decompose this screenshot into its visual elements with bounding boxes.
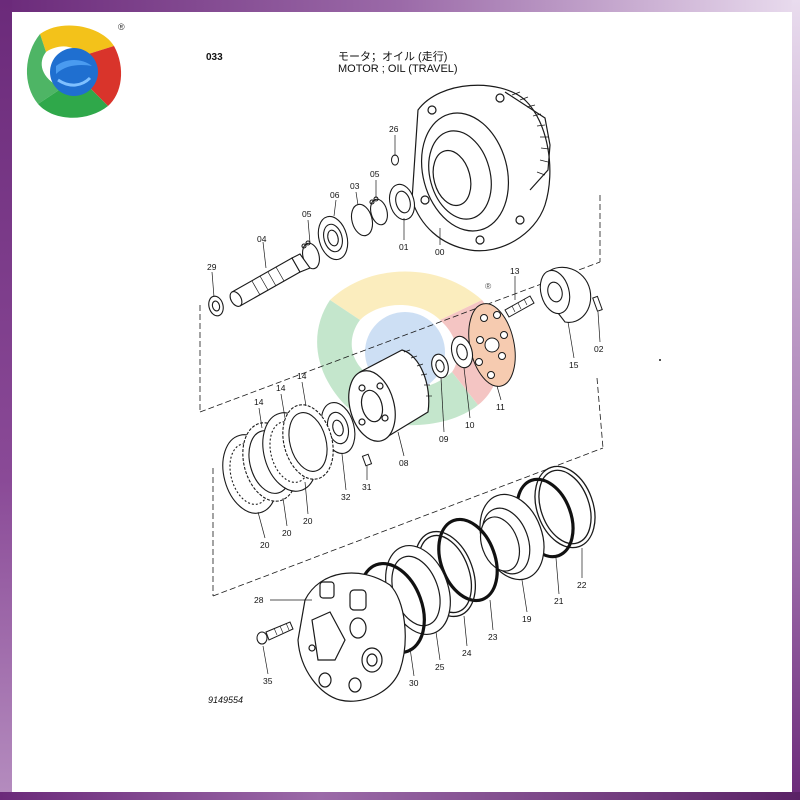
part-label-31: 31	[362, 482, 372, 492]
company-logo	[26, 25, 122, 118]
part-label-26: 26	[389, 124, 399, 134]
drawing-number: 9149554	[208, 695, 244, 705]
part-label-15: 15	[569, 360, 579, 370]
part-label-08: 08	[399, 458, 409, 468]
o-ring-26	[391, 154, 399, 166]
part-label-04: 04	[257, 234, 267, 244]
friction-plates	[222, 404, 334, 514]
ring-09	[431, 353, 449, 379]
o-ring-23	[437, 517, 499, 603]
part-label-32: 32	[341, 492, 351, 502]
bolt-35	[256, 621, 294, 645]
seal-01	[388, 183, 416, 221]
part-label-35: 35	[263, 676, 273, 686]
part-label-22: 22	[577, 580, 587, 590]
frame-top-border	[0, 0, 800, 12]
title-english: MOTOR ; OIL (TRAVEL)	[338, 63, 458, 75]
assembly-guide-lines	[199, 195, 604, 597]
part-label-29: 29	[207, 262, 217, 272]
part-label-20-a: 20	[260, 540, 270, 550]
part-label-20-b: 20	[282, 528, 292, 538]
part-label-09: 09	[439, 434, 449, 444]
snap-ring-05-upper	[369, 196, 388, 226]
part-label-10: 10	[465, 420, 475, 430]
part-label-19: 19	[522, 614, 532, 624]
part-label-05-upper: 05	[370, 169, 380, 179]
part-label-11: 11	[496, 402, 505, 412]
part-label-21: 21	[554, 596, 564, 606]
stray-dot	[659, 359, 661, 361]
part-label-14-c: 14	[297, 371, 307, 381]
cylinder-block-08	[348, 349, 432, 442]
part-label-05-lower: 05	[302, 209, 312, 219]
logo-registered-mark: ®	[118, 22, 125, 32]
frame-right-border	[792, 0, 800, 800]
o-ring-22	[534, 465, 596, 549]
part-label-24: 24	[462, 648, 472, 658]
part-number-labels: 26 01 00 05 03 06 05 04 29 13 02 15 11 1…	[207, 124, 604, 688]
part-label-13: 13	[510, 266, 520, 276]
part-label-01: 01	[399, 242, 409, 252]
part-label-30: 30	[409, 678, 419, 688]
spacer-03	[350, 203, 374, 237]
piston-19	[479, 493, 545, 581]
spring-pin-13	[504, 295, 535, 318]
valve-plate-11	[468, 303, 516, 387]
part-label-23: 23	[488, 632, 498, 642]
separator-plate-14-b	[282, 404, 334, 480]
part-label-20-c: 20	[303, 516, 313, 526]
pin-02	[592, 295, 603, 312]
part-label-06: 06	[330, 190, 340, 200]
part-label-25: 25	[435, 662, 445, 672]
part-label-03: 03	[350, 181, 360, 191]
part-label-00: 00	[435, 247, 445, 257]
part-label-02: 02	[594, 344, 604, 354]
title-japanese: モータ；オイル (走行)	[338, 51, 448, 63]
frame-left-border	[0, 0, 12, 800]
watermark-registered-mark: ®	[485, 281, 492, 291]
part-label-14-b: 14	[276, 383, 286, 393]
part-label-14-a: 14	[254, 397, 264, 407]
needle-bearing-29	[208, 295, 224, 317]
page-code: 033	[206, 52, 223, 63]
drive-shaft-04	[229, 253, 311, 307]
frame-bottom-border	[0, 792, 800, 800]
bearing-06	[317, 215, 349, 261]
pin-31	[361, 453, 373, 467]
leader-lines	[211, 135, 601, 677]
bearing-10	[450, 335, 474, 369]
part-label-28: 28	[254, 595, 264, 605]
valve-cover	[297, 572, 406, 702]
hub-housing	[411, 84, 551, 252]
piston-block-15	[539, 266, 592, 323]
